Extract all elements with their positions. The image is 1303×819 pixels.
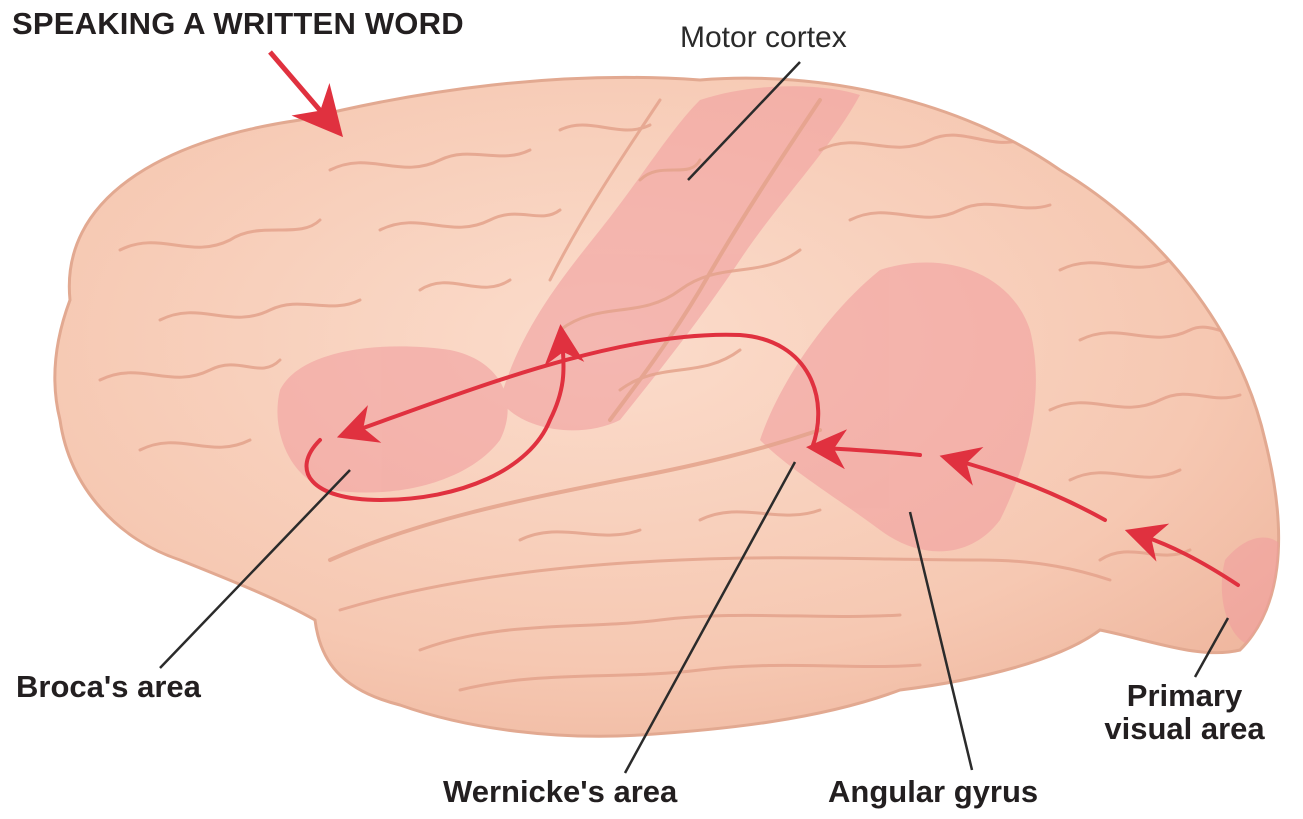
title-arrow <box>270 52 330 122</box>
title-pointer <box>270 52 330 122</box>
primary-visual-line-1: Primary <box>1072 680 1297 713</box>
primary-visual-area-label: Primary visual area <box>1072 680 1297 745</box>
primary-visual-line-2: visual area <box>1072 713 1297 746</box>
wernickes-area-label: Wernicke's area <box>443 776 677 809</box>
brocas-area-label: Broca's area <box>16 671 201 704</box>
diagram-title: SPEAKING A WRITTEN WORD <box>12 8 464 41</box>
angular-gyrus-label: Angular gyrus <box>828 776 1038 809</box>
primary-visual-region <box>1222 538 1291 646</box>
brain-body <box>55 77 1291 736</box>
motor-cortex-label: Motor cortex <box>680 22 847 54</box>
